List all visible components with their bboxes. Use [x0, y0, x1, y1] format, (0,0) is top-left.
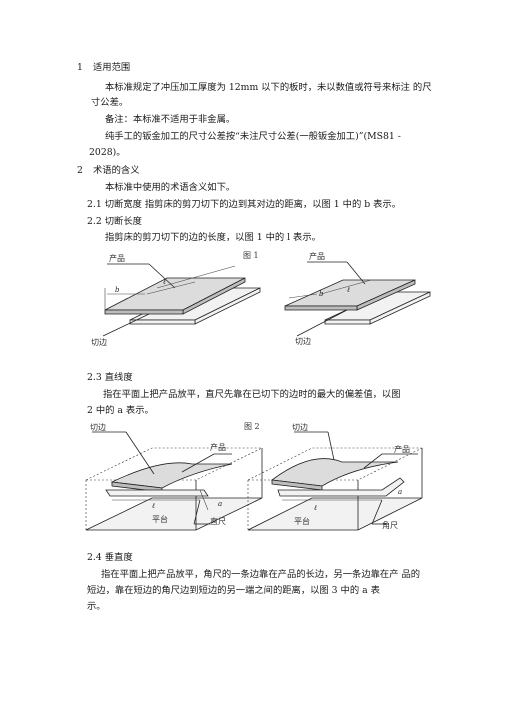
figure-1-left-cut-label: 切边	[91, 338, 107, 347]
paragraph-7-line-2: 短边，靠在短边的角尺边到短边的另一端之间的距离，以图 3 中的 a 表	[87, 585, 380, 596]
figure-2-right-square-label: 角尺	[382, 521, 398, 530]
section-2-title: 术语的含义	[93, 165, 140, 176]
paragraph-1-line-2: 寸公差。	[91, 97, 129, 108]
section-1-number: 1	[77, 62, 83, 73]
figure-2-right-cut-label: 切边	[292, 423, 308, 432]
figure-1: b ℓ b ℓ 图 1 产品 切边 产品 切边 b ℓ	[85, 248, 445, 358]
paragraph-6-line-2: 2 中的 a 表示。	[87, 405, 154, 416]
paragraph-4: 本标准中使用的术语含义如下。	[105, 182, 236, 193]
figure-1-right-product-label: 产品	[309, 252, 325, 261]
svg-text:a: a	[398, 488, 402, 496]
paragraph-6-line-1: 指在平面上把产品放平，直尺先靠在已切下的边时的最大的偏差值，以图	[103, 389, 401, 400]
subsection-2-2: 2.2 切断长度	[87, 216, 142, 227]
svg-text:b: b	[319, 290, 324, 298]
svg-text:ℓ: ℓ	[162, 278, 166, 286]
section-2-number: 2	[77, 165, 83, 176]
figure-2-left-platform-label: 平台	[152, 515, 168, 524]
section-1-title: 适用范围	[93, 62, 131, 73]
svg-text:b: b	[115, 286, 120, 294]
paragraph-5: 指剪床的剪刀切下的边的长度，以图 1 中的 l 表示。	[105, 232, 321, 243]
paragraph-2: 备注：本标准不适用于非金属。	[105, 114, 236, 125]
figure-1-caption: 图 1	[243, 251, 259, 260]
figure-2-right-product-label: 产品	[394, 445, 410, 454]
subsection-2-3: 2.3 直线度	[87, 372, 133, 383]
paragraph-7-line-1: 指在平面上把产品放平，角尺的一条边靠在产品的长边，另一条边靠在产 品的	[101, 569, 421, 580]
figure-2-right-platform-label: 平台	[294, 517, 310, 526]
paragraph-1-line-1: 本标准规定了冲压加工厚度为 12mm 以下的板时，未以数值或符号来标注 的尺	[105, 82, 432, 93]
figure-2-left-cut-label: 切边	[90, 423, 106, 432]
figure-1-right-cut-label: 切边	[295, 337, 311, 346]
subsection-2-1: 2.1 切断宽度 指剪床的剪刀切下的边到其对边的距离，以图 1 中的 b 表示。	[87, 199, 401, 210]
svg-text:a: a	[218, 500, 222, 508]
svg-text:ℓ: ℓ	[151, 502, 155, 510]
paragraph-3-line-1: 纯手工的钣金加工的尺寸公差按“未注尺寸公差(一般钣金加工)”(MS81 -	[105, 131, 401, 142]
paragraph-7-line-3: 示。	[87, 601, 106, 612]
svg-text:ℓ: ℓ	[313, 504, 317, 512]
figure-1-drawing: b ℓ b ℓ	[102, 261, 431, 337]
subsection-2-4: 2.4 垂直度	[87, 552, 133, 563]
figure-2-left-ruler-label: 直尺	[210, 517, 226, 526]
svg-text:ℓ: ℓ	[346, 286, 350, 294]
figure-2: ℓ a ℓ a 图 2 切边 产品 平台 直尺 切边 产品 平台 角尺 ℓ a	[82, 420, 442, 540]
figure-2-caption: 图 2	[244, 422, 260, 431]
figure-2-left-product-label: 产品	[210, 443, 226, 452]
figure-2-drawing: ℓ a ℓ a	[85, 431, 423, 531]
figure-1-left-product-label: 产品	[109, 254, 125, 263]
paragraph-3-line-2: 2028)。	[89, 147, 126, 158]
